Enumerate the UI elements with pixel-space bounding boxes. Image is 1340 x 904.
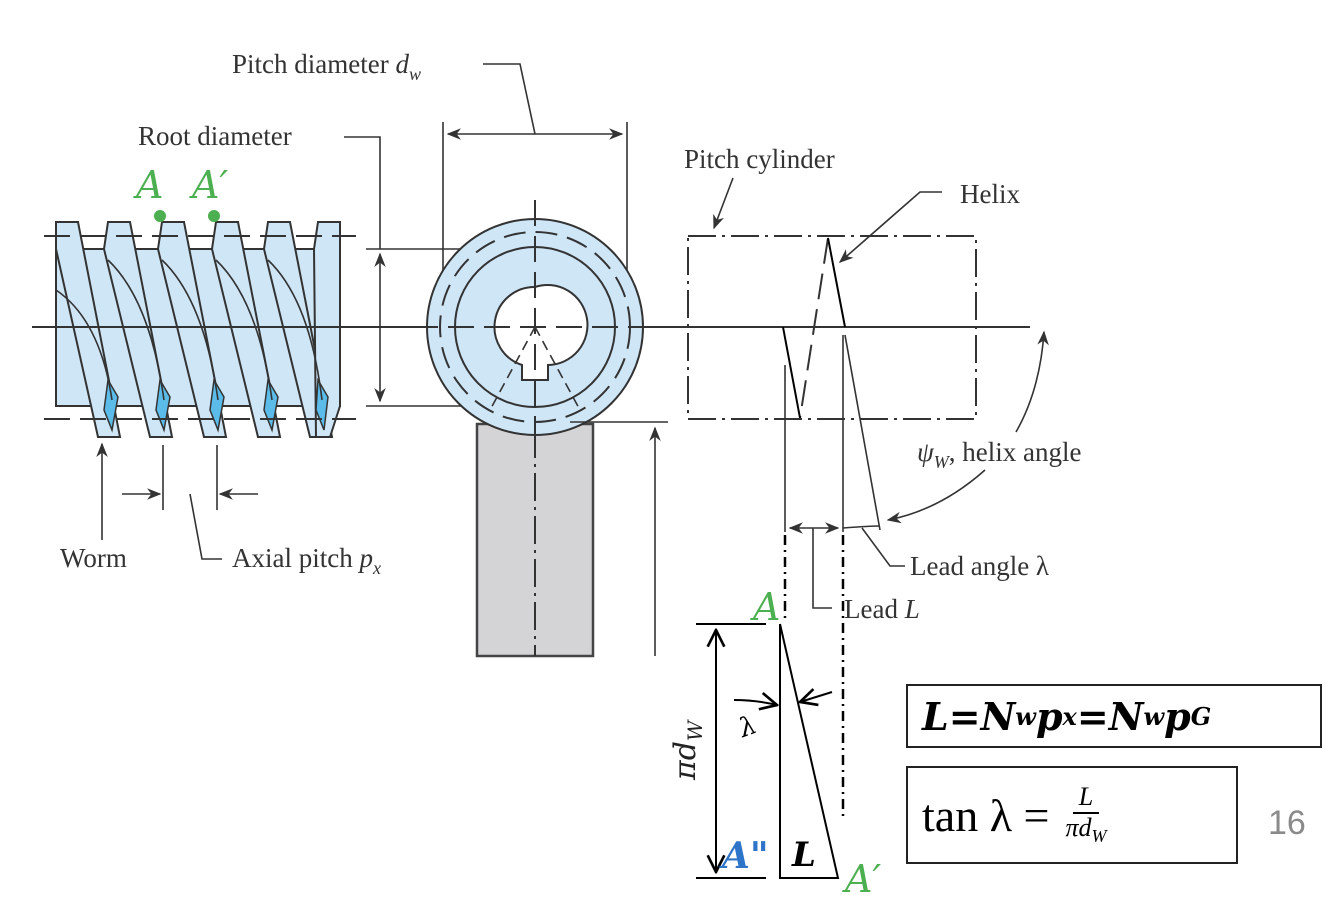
point-a-dot — [154, 210, 166, 222]
lead-triangle — [696, 535, 845, 879]
worm — [44, 210, 356, 438]
pitch-cylinder-arrow — [713, 177, 734, 230]
point-a-prime-dot — [208, 210, 220, 222]
root-diameter-label: Root diameter — [138, 121, 292, 151]
lead-label: Lead L — [844, 594, 920, 624]
lambda-label: λ — [734, 710, 761, 744]
pitch-diameter-label: Pitch diameter dw — [232, 49, 421, 84]
page-number: 16 — [1268, 804, 1306, 842]
lambda-arrow-left — [733, 700, 777, 705]
triangle-point-a-double-prime: A" — [719, 835, 769, 877]
gear-bore-keyway — [493, 284, 589, 381]
point-a-label: A — [133, 163, 163, 207]
lead-angle-line — [844, 334, 881, 531]
pi-dw-label: πdW — [668, 720, 707, 780]
axial-pitch-label: Axial pitch px — [232, 543, 381, 578]
lead-angle-label: Lead angle λ — [910, 551, 1049, 581]
lead-angle-equation-box: tan λ = L πdW — [906, 766, 1238, 864]
helix-label: Helix — [960, 179, 1020, 209]
helix-angle-label: ψW, helix angle — [917, 437, 1082, 472]
fraction: L πdW — [1065, 782, 1107, 846]
pitch-cylinder-label: Pitch cylinder — [684, 144, 835, 174]
helix-angle-arc-upper — [1015, 330, 1049, 433]
gear — [412, 200, 660, 658]
triangle-point-a-prime: A′ — [842, 857, 881, 901]
side-l-label: L — [791, 835, 816, 875]
helix-arrow — [838, 191, 942, 263]
helix-angle-arc-lower — [886, 469, 986, 524]
point-a-prime-label: A′ — [189, 163, 228, 207]
lambda-arrow-right — [800, 692, 833, 702]
pitch-cylinder — [687, 235, 977, 532]
worm-threads — [55, 221, 341, 438]
triangle-point-a: A — [750, 585, 780, 629]
worm-label: Worm — [60, 543, 127, 573]
